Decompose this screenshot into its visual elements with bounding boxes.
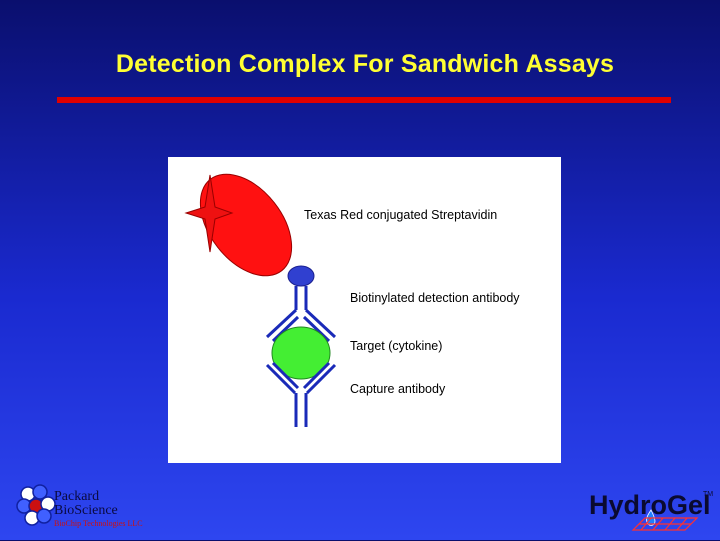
title-rule	[57, 97, 671, 103]
slide-title: Detection Complex For Sandwich Assays	[115, 50, 615, 78]
sandwich-diagram	[184, 173, 337, 427]
grid-array-icon	[631, 517, 699, 531]
biotin-oval	[287, 265, 315, 287]
label-detection-antibody: Biotinylated detection antibody	[350, 291, 520, 305]
capture-antibody	[265, 361, 337, 427]
packard-bioscience-logo: Packard BioScience BioChip Technologies …	[14, 482, 154, 530]
label-streptavidin: Texas Red conjugated Streptavidin	[304, 208, 498, 222]
packard-text-line2: BioScience	[54, 503, 118, 518]
hydrogel-logo: HydroGel TM	[585, 478, 715, 536]
packard-text-line1: Packard	[54, 489, 99, 504]
packard-text-line3: BioChip Technologies LLC	[54, 519, 143, 528]
detection-antibody	[265, 286, 337, 343]
texas-red-star-icon	[184, 174, 234, 253]
label-capture-antibody: Capture antibody	[350, 382, 446, 396]
target-cytokine	[271, 326, 331, 380]
diagram-panel: Texas Red conjugated Streptavidin Biotin…	[168, 157, 561, 463]
hydrogel-tm: TM	[703, 491, 713, 498]
label-target: Target (cytokine)	[350, 339, 443, 353]
